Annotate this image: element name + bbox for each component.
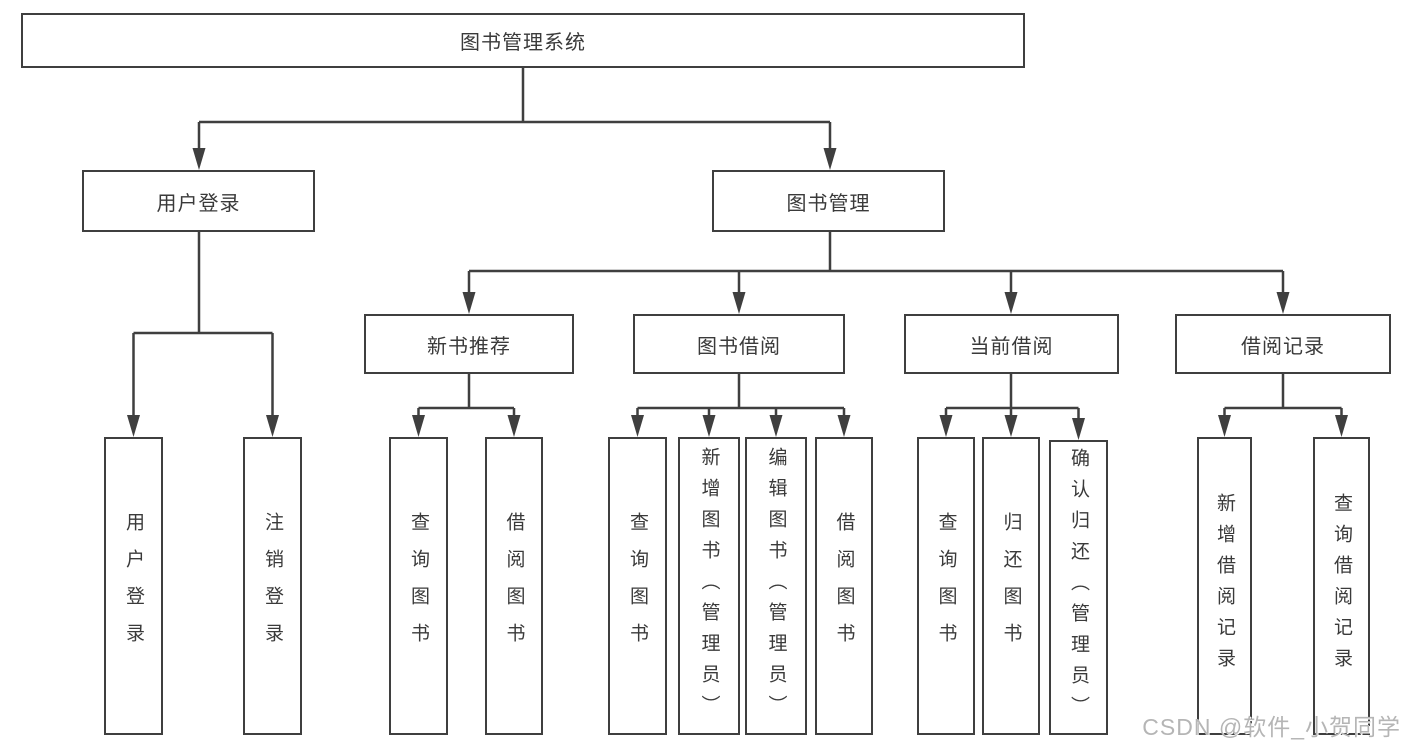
leaf-label: 新增图书（管理员）	[698, 446, 720, 726]
leaf-label: 查询图书	[408, 512, 429, 660]
leaf-label: 归还图书	[1000, 512, 1022, 660]
watermark: CSDN @软件_小贺同学	[1142, 714, 1401, 740]
leaf-user-login: 用户登录	[104, 437, 163, 735]
node-label: 图书管理系统	[460, 32, 586, 54]
node-label: 借阅记录	[1241, 335, 1325, 358]
node-user-login: 用户登录	[82, 170, 315, 232]
leaf-return-books: 归还图书	[982, 437, 1040, 735]
node-label: 新书推荐	[427, 335, 511, 358]
node-book-borrow: 图书借阅	[633, 314, 845, 374]
leaf-confirm-return-admin: 确认归还（管理员）	[1049, 440, 1108, 735]
node-label: 用户登录	[156, 192, 241, 215]
node-current-borrow: 当前借阅	[904, 314, 1119, 374]
node-label: 图书借阅	[697, 335, 781, 358]
leaf-query-books-current: 查询图书	[917, 437, 975, 735]
leaf-label: 查询图书	[627, 512, 648, 660]
leaf-label: 查询图书	[935, 512, 957, 660]
node-book-management: 图书管理	[712, 170, 945, 232]
node-new-book-recommend: 新书推荐	[364, 314, 574, 374]
arrowheads	[127, 148, 1348, 440]
node-label: 当前借阅	[969, 335, 1054, 358]
leaf-label: 新增借阅记录	[1214, 493, 1235, 679]
leaf-label: 编辑图书（管理员）	[765, 446, 787, 726]
leaf-label: 借阅图书	[503, 512, 525, 660]
leaf-label: 注销登录	[262, 512, 283, 660]
leaf-label: 用户登录	[123, 512, 144, 660]
node-library-management-system: 图书管理系统	[21, 13, 1025, 68]
node-borrow-record: 借阅记录	[1175, 314, 1391, 374]
leaf-add-books-admin: 新增图书（管理员）	[678, 437, 740, 735]
leaf-query-books-borrow: 查询图书	[608, 437, 667, 735]
leaf-label: 确认归还（管理员）	[1068, 448, 1089, 727]
leaf-add-borrow-record: 新增借阅记录	[1197, 437, 1252, 735]
leaf-label: 查询借阅记录	[1331, 493, 1352, 679]
leaf-borrow-books: 借阅图书	[815, 437, 873, 735]
leaf-edit-books-admin: 编辑图书（管理员）	[745, 437, 807, 735]
leaf-logout: 注销登录	[243, 437, 302, 735]
leaf-query-books-recommend: 查询图书	[389, 437, 448, 735]
node-label: 图书管理	[786, 192, 871, 215]
leaf-borrow-books-recommend: 借阅图书	[485, 437, 543, 735]
leaf-label: 借阅图书	[833, 512, 855, 660]
leaf-query-borrow-record: 查询借阅记录	[1313, 437, 1370, 735]
